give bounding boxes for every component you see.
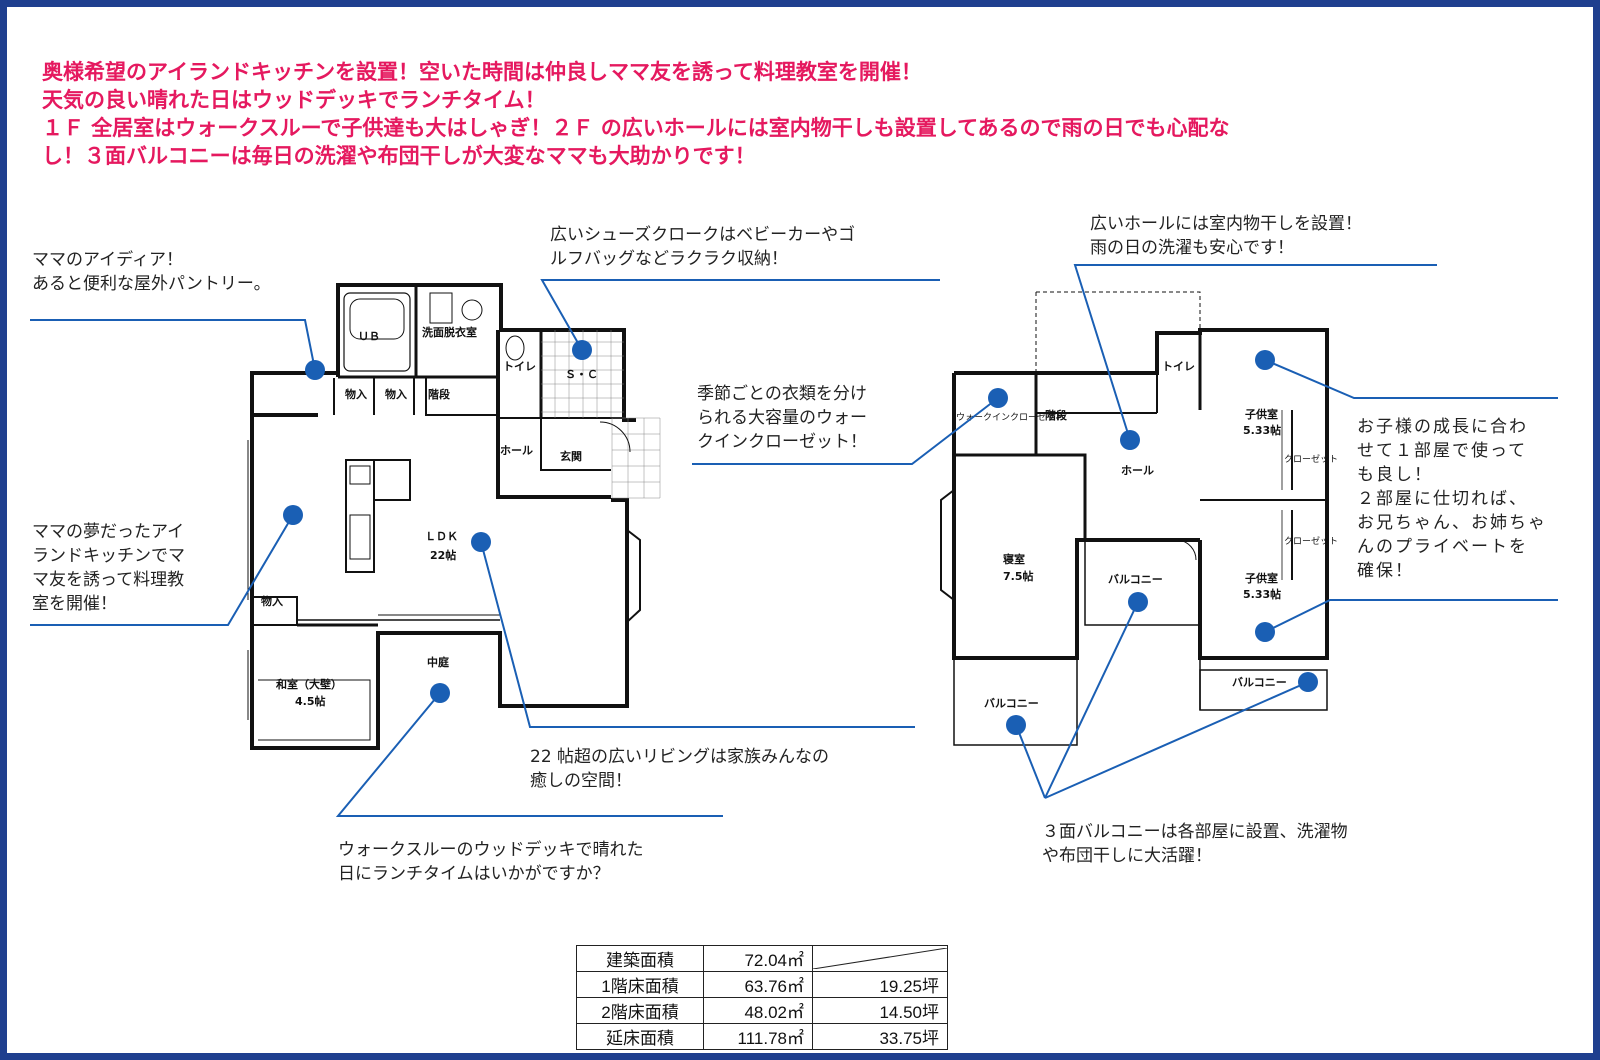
callout-living: 22 帖超の広いリビングは家族みんなの 癒しの空間！ bbox=[530, 747, 830, 791]
table-row: 延床面積 111.78㎡ 33.75坪 bbox=[576, 1023, 948, 1050]
room-kids2: 子供室 bbox=[1245, 571, 1278, 585]
area-label: 建築面積 bbox=[576, 945, 704, 972]
headline: 奥様希望のアイランドキッチンを設置！空いた時間は仲良しママ友を誘って料理教室を開… bbox=[42, 58, 1562, 170]
room-toilet2: トイレ bbox=[1162, 360, 1195, 373]
leader-walkin bbox=[692, 397, 999, 465]
room-hall2: ホール bbox=[1121, 464, 1154, 477]
floor1-plan bbox=[247, 283, 661, 750]
area-tsubo-empty bbox=[812, 945, 948, 972]
room-ldk-size: 22帖 bbox=[430, 548, 456, 562]
room-kids1: 子供室 bbox=[1245, 407, 1278, 421]
callout-walkin: 季節ごとの衣類を分け られる大容量のウォー クインクローゼット！ bbox=[697, 384, 867, 452]
headline-line: １Ｆ 全居室はウォークスルーで子供達も大はしゃぎ！２Ｆ の広いホールには室内物干… bbox=[42, 116, 1230, 140]
area-tsubo: 14.50坪 bbox=[812, 997, 948, 1024]
table-row: 1階床面積 63.76㎡ 19.25坪 bbox=[576, 971, 948, 998]
dot-pantry bbox=[305, 360, 325, 380]
dot-living bbox=[471, 532, 491, 552]
room-kids1-size: 5.33帖 bbox=[1243, 423, 1281, 437]
leader-island bbox=[30, 514, 294, 626]
room-wic: ウォークインクローゼット bbox=[956, 411, 1064, 423]
floor2-labels: ウォークインクローゼット 階段 トイレ ホール 子供室 5.33帖 クローゼット… bbox=[956, 360, 1338, 710]
callout-shoes: 広いシューズクロークはベビーカーやゴ ルフバッグなどラクラク収納！ bbox=[550, 225, 856, 269]
dot-kids2 bbox=[1255, 622, 1275, 642]
callout-pantry: ママのアイディア！ あると便利な屋外パントリー。 bbox=[32, 250, 271, 294]
dot-walkin bbox=[988, 388, 1008, 408]
leader-deck bbox=[335, 692, 723, 817]
room-bedroom-size: 7.5帖 bbox=[1003, 569, 1034, 583]
dot-shoes bbox=[572, 340, 592, 360]
room-storage3: 物入 bbox=[261, 594, 283, 608]
room-closet1: クローゼット bbox=[1284, 453, 1338, 465]
room-kids2-size: 5.33帖 bbox=[1243, 587, 1281, 601]
room-entrance: 玄関 bbox=[560, 449, 582, 463]
area-label: 2階床面積 bbox=[576, 997, 704, 1024]
area-label: 延床面積 bbox=[576, 1023, 704, 1050]
leader-balc-mid bbox=[1044, 601, 1139, 799]
dot-balc-right bbox=[1298, 672, 1318, 692]
headline-line: 奥様希望のアイランドキッチンを設置！空いた時間は仲良しママ友を誘って料理教室を開… bbox=[42, 60, 922, 84]
area-tsubo: 19.25坪 bbox=[812, 971, 948, 998]
table-row: 建築面積 72.04㎡ bbox=[576, 945, 948, 972]
leader-lines bbox=[30, 264, 1558, 817]
area-label: 1階床面積 bbox=[576, 971, 704, 998]
headline-line: 天気の良い晴れた日はウッドデッキでランチタイム！ bbox=[42, 88, 546, 112]
area-table: 建築面積 72.04㎡ 1階床面積 63.76㎡ 19.25坪 2階床面積 48… bbox=[576, 945, 948, 1050]
callout-hall: 広いホールには室内物干しを設置！ 雨の日の洗濯も安心です！ bbox=[1090, 214, 1362, 258]
room-stairs2: 階段 bbox=[1045, 408, 1067, 422]
area-tsubo: 33.75坪 bbox=[812, 1023, 948, 1050]
headline-line: し！３面バルコニーは毎日の洗濯や布団干しが大変なママも大助かりです！ bbox=[42, 144, 756, 168]
callout-deck: ウォークスルーのウッドデッキで晴れた 日にランチタイムはいかがですか？ bbox=[338, 840, 644, 884]
room-washitsu-size: 4.5帖 bbox=[295, 694, 326, 708]
room-closet2: クローゼット bbox=[1284, 535, 1338, 547]
room-balcony-right: バルコニー bbox=[1232, 676, 1287, 689]
dot-balc-left bbox=[1006, 715, 1026, 735]
area-sqm: 63.76㎡ bbox=[703, 971, 813, 998]
dot-island bbox=[283, 505, 303, 525]
room-toilet: トイレ bbox=[503, 360, 536, 373]
callout-balcony: ３面バルコニーは各部屋に設置、洗濯物 や布団干しに大活躍！ bbox=[1042, 822, 1348, 866]
floor2-plan bbox=[940, 291, 1329, 746]
room-storage2: 物入 bbox=[385, 387, 407, 401]
leader-shoes bbox=[540, 279, 940, 351]
leader-balc-left bbox=[1015, 724, 1046, 799]
callout-dots bbox=[283, 340, 1318, 735]
room-stairs: 階段 bbox=[428, 387, 450, 401]
area-sqm: 72.04㎡ bbox=[703, 945, 813, 972]
room-bedroom: 寝室 bbox=[1003, 552, 1025, 566]
dot-hall bbox=[1120, 430, 1140, 450]
room-washitsu: 和室（大壁） bbox=[276, 677, 342, 691]
room-balcony-left: バルコニー bbox=[984, 697, 1039, 710]
room-ub: ＵＢ bbox=[358, 330, 380, 343]
room-balcony-mid: バルコニー bbox=[1108, 573, 1163, 586]
leader-kids1 bbox=[1264, 359, 1558, 399]
leader-kids2 bbox=[1264, 599, 1558, 633]
leader-living bbox=[480, 541, 915, 728]
floor1-labels: ＵＢ 洗面脱衣室 トイレ Ｓ・Ｃ 物入 物入 階段 ホール 玄関 ＬＤＫ 22帖… bbox=[261, 325, 598, 708]
room-ldk: ＬＤＫ bbox=[425, 530, 458, 543]
dot-balc-mid bbox=[1128, 592, 1148, 612]
leader-hall bbox=[1073, 264, 1437, 441]
room-sc: Ｓ・Ｃ bbox=[565, 368, 598, 381]
room-storage1: 物入 bbox=[345, 387, 367, 401]
area-sqm: 48.02㎡ bbox=[703, 997, 813, 1024]
dot-deck bbox=[430, 683, 450, 703]
leader-balc-right bbox=[1044, 681, 1309, 799]
dot-kids1 bbox=[1255, 350, 1275, 370]
table-row: 2階床面積 48.02㎡ 14.50坪 bbox=[576, 997, 948, 1024]
callout-kids: お子様の成長に合わ せて１部屋で使って も良し！ ２部屋に仕切れば、 お兄ちゃん… bbox=[1357, 417, 1547, 581]
leader-pantry bbox=[30, 319, 316, 371]
room-wash: 洗面脱衣室 bbox=[422, 325, 477, 339]
room-courtyard: 中庭 bbox=[427, 655, 449, 669]
callout-island: ママの夢だったアイ ランドキッチンでマ マ友を誘って料理教 室を開催！ bbox=[32, 522, 185, 614]
room-hall: ホール bbox=[500, 444, 533, 457]
area-sqm: 111.78㎡ bbox=[703, 1023, 813, 1050]
